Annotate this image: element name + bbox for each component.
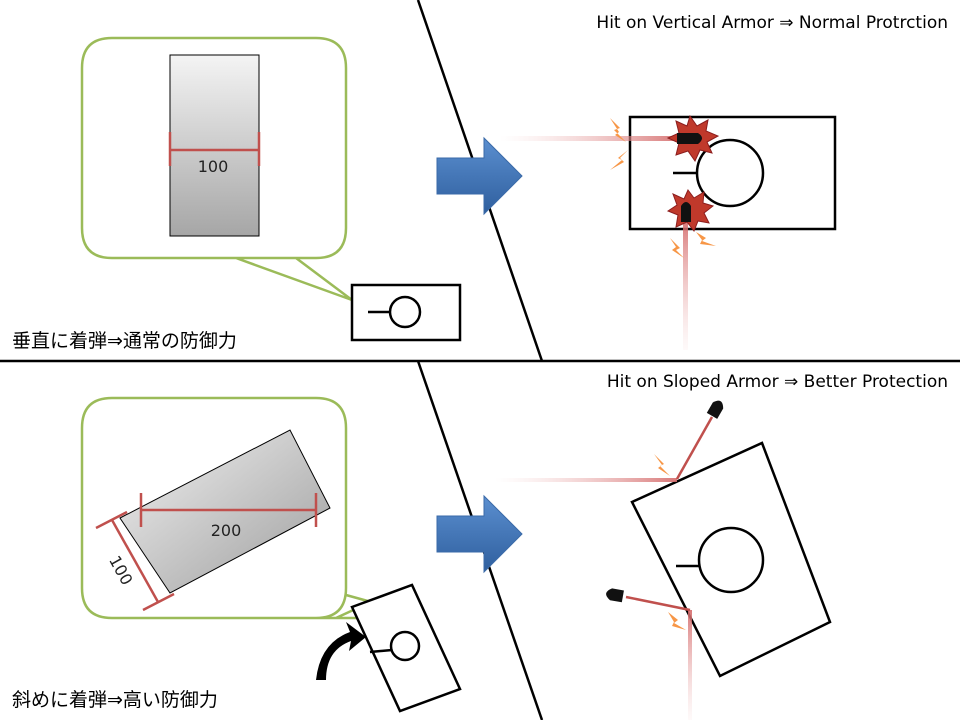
thickness-dimension	[168, 132, 261, 166]
turret-icon	[389, 630, 421, 662]
shell-icon	[706, 400, 724, 419]
tank-small-top	[350, 283, 462, 342]
shell-trail-horizontal	[500, 136, 680, 141]
tank-small-bottom	[350, 583, 462, 713]
shell-icon	[606, 588, 624, 603]
spark-icon	[668, 612, 686, 630]
rotate-arrow-icon	[316, 622, 366, 680]
caption-jp-bottom: 斜めに着弾⇒高い防御力	[12, 689, 218, 711]
bottom-callout: 200 100	[80, 396, 378, 620]
thickness-label: 100	[198, 157, 229, 176]
shell-trail-vertical	[683, 220, 688, 350]
caption-en-bottom: Hit on Sloped Armor ⇒ Better Protection	[607, 372, 948, 392]
shell-trail-vertical	[688, 610, 692, 720]
effective-dimension	[139, 493, 318, 527]
tank-large-top	[628, 115, 837, 231]
spark-icon	[670, 238, 684, 258]
spark-icon	[654, 454, 670, 476]
thickness-dimension	[95, 510, 175, 612]
effective-thickness-label: 200	[211, 521, 242, 540]
spark-icon	[610, 118, 626, 142]
tank-large-bottom	[630, 441, 832, 678]
turret-icon	[388, 295, 422, 329]
top-callout: 100	[80, 36, 353, 302]
spark-icon	[610, 150, 628, 170]
explosion-icon	[666, 114, 720, 163]
explosion-icon	[666, 189, 715, 232]
spark-icon	[696, 232, 716, 246]
caption-jp-top: 垂直に着弾⇒通常の防御力	[12, 330, 237, 352]
ricochet-trail	[625, 595, 691, 612]
ricochet-trail	[675, 416, 714, 480]
arrow-right-icon	[436, 494, 523, 574]
caption-en-top: Hit on Vertical Armor ⇒ Normal Protrctio…	[596, 13, 948, 33]
sloped-armor-plate	[119, 429, 331, 594]
turret-icon	[697, 526, 765, 594]
shell-trail-horizontal	[495, 478, 677, 482]
gun-barrel	[369, 648, 393, 654]
vertical-armor-plate	[169, 54, 260, 237]
arrow-right-icon	[436, 136, 523, 216]
